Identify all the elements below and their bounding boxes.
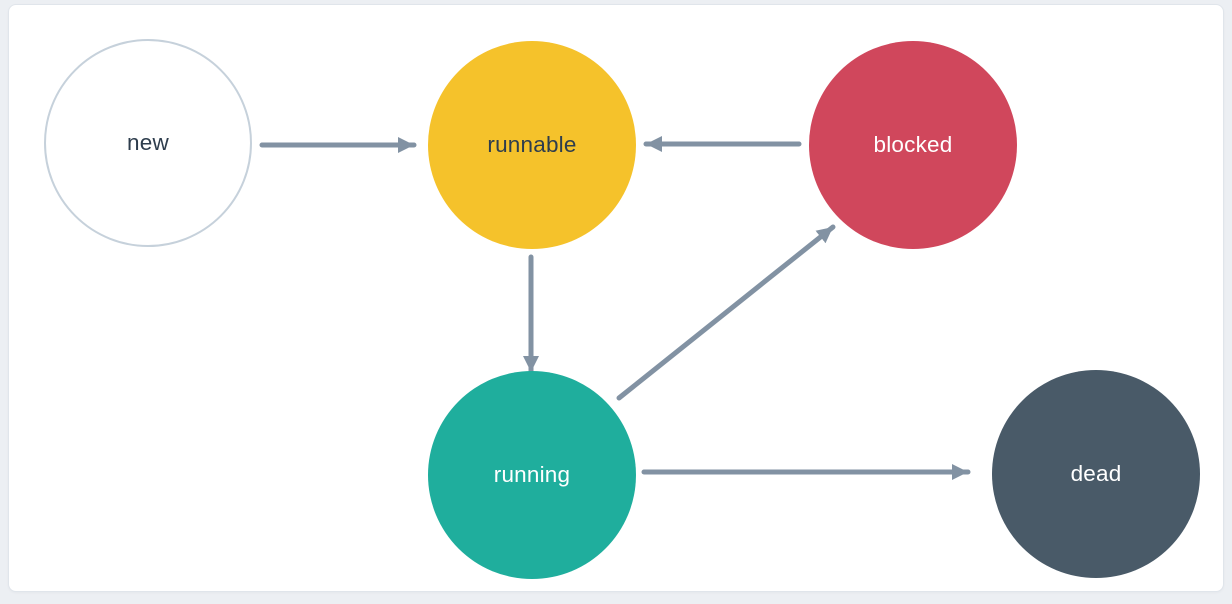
- state-label-runnable: runnable: [487, 132, 577, 157]
- state-node-runnable: runnable: [428, 41, 636, 249]
- state-node-new: new: [44, 39, 252, 247]
- state-label-blocked: blocked: [873, 132, 953, 157]
- state-label-new: new: [127, 130, 169, 155]
- state-node-running: running: [428, 371, 636, 579]
- state-node-blocked: blocked: [809, 41, 1017, 249]
- state-label-dead: dead: [1070, 461, 1122, 486]
- state-diagram-canvas: new runnable blocked running dead: [8, 4, 1224, 592]
- transition-arrow-running-to-blocked: [616, 224, 836, 401]
- state-label-running: running: [493, 462, 571, 487]
- state-node-dead: dead: [992, 370, 1200, 578]
